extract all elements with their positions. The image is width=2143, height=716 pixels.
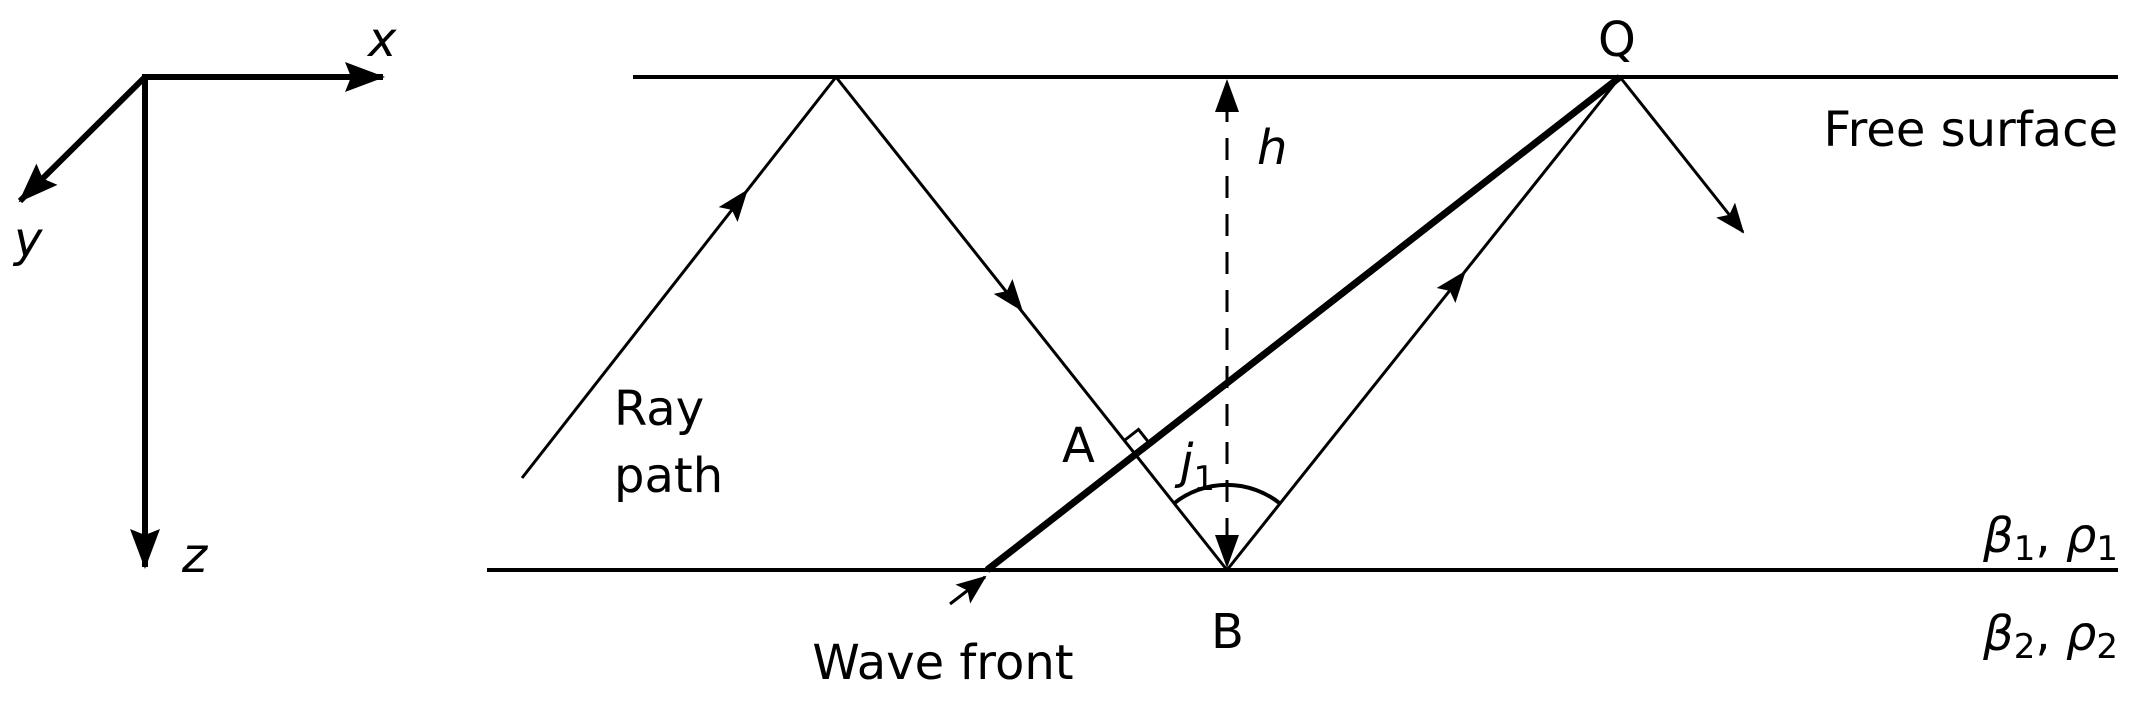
angle-j-subscript: 1 [1193, 459, 1215, 499]
ray-paths [520, 76, 1745, 571]
ray-arrow-icon [718, 189, 748, 222]
x-axis-label: x [366, 12, 397, 68]
point-b-label: B [1211, 604, 1244, 660]
point-q-label: Q [1598, 12, 1636, 68]
angle-j1-label: j1 [1174, 434, 1215, 499]
beta-symbol: β [1982, 508, 2014, 564]
right-angle-mark [1123, 427, 1151, 445]
beta-symbol: β [1982, 606, 2014, 662]
ray-path-label-line2: path [614, 448, 723, 504]
layer1-subscript: 1 [2096, 529, 2118, 569]
layer2-subscript: 2 [2014, 627, 2036, 667]
wave-front-label: Wave front [812, 635, 1073, 691]
outgoing-ray [1618, 76, 1745, 234]
height-arrow-down-icon [1215, 535, 1239, 568]
free-surface-label: Free surface [1823, 102, 2118, 158]
ray-path-label-line1: Ray [614, 381, 704, 437]
layer1-properties: β1, ρ1 [1982, 508, 2118, 569]
rho-symbol: ρ [2066, 508, 2096, 564]
angle-j-symbol: j [1174, 434, 1194, 490]
y-axis-arrow [17, 74, 148, 204]
rho-symbol: ρ [2066, 606, 2096, 662]
comma: , [2035, 606, 2066, 662]
ray-arrow-icon [1436, 270, 1466, 303]
ray-direction-arrows [718, 189, 1466, 312]
z-axis-label: z [181, 528, 209, 584]
height-label: h [1257, 120, 1287, 176]
reflected-ray-up [1225, 76, 1622, 571]
wave-front-pointer-arrow [949, 575, 987, 606]
wave-front-line [984, 74, 1623, 573]
point-a-label: A [1062, 418, 1095, 474]
comma: , [2035, 508, 2066, 564]
layer2-properties: β2, ρ2 [1982, 606, 2118, 667]
height-arrow-up-icon [1215, 79, 1239, 112]
coordinate-axes [17, 62, 385, 569]
incident-ray [520, 76, 838, 479]
y-axis-label: y [12, 212, 43, 268]
layer1-subscript: 1 [2014, 529, 2036, 569]
reflected-ray-down [834, 76, 1229, 571]
layer2-subscript: 2 [2096, 627, 2118, 667]
ray-arrow-icon [993, 279, 1023, 312]
angle-arc [1172, 482, 1282, 506]
